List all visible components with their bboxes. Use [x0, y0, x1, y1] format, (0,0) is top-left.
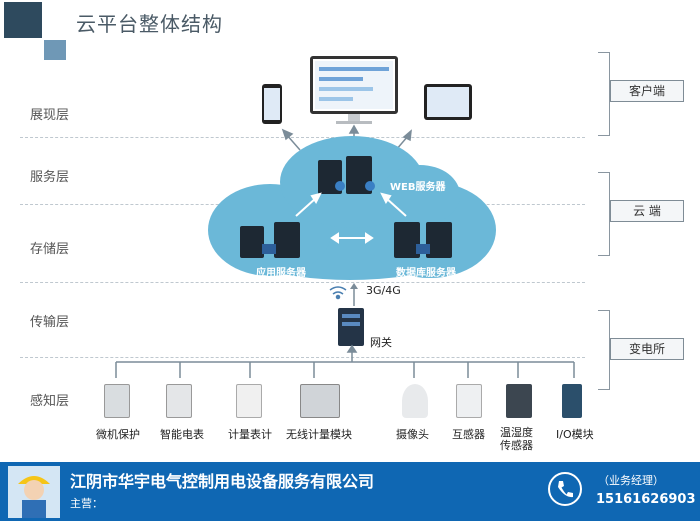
wifi-icon	[329, 286, 347, 300]
bracket-substation	[598, 310, 610, 390]
io-module-device	[562, 384, 582, 418]
network-label: 3G/4G	[366, 284, 401, 297]
temp-humidity-sensor-device	[506, 384, 532, 418]
layer-separator	[20, 357, 585, 358]
layer-label-service: 服务层	[30, 170, 70, 185]
database-server-label: 数据库服务器	[396, 268, 456, 279]
monitor-base	[336, 121, 372, 124]
bracket-client	[598, 52, 610, 136]
main-business-label: 主营：	[70, 497, 103, 510]
app-server-label: 应用服务器	[256, 268, 306, 279]
side-box-cloud: 云 端	[610, 200, 684, 222]
app-server-icon	[240, 222, 300, 258]
device-label: 智能电表	[160, 428, 204, 441]
desktop-monitor	[310, 56, 398, 114]
header-square-dark	[4, 2, 42, 38]
layer-label-perception: 感知层	[30, 394, 70, 409]
side-box-substation: 变电所	[610, 338, 684, 360]
layer-separator	[20, 282, 585, 283]
worker-mascot-icon	[8, 466, 60, 518]
smart-meter-device	[166, 384, 192, 418]
web-server-label: WEB服务器	[390, 182, 446, 193]
gateway-label: 网关	[370, 336, 392, 349]
device-label: 温湿度 传感器	[500, 426, 533, 452]
page-title: 云平台整体结构	[76, 12, 223, 36]
device-label: 计量表计	[228, 428, 272, 441]
camera-device	[402, 384, 428, 418]
footer-bar	[0, 462, 700, 521]
device-label: 互感器	[452, 428, 485, 441]
side-box-client: 客户端	[610, 80, 684, 102]
header-square-light	[44, 40, 66, 60]
layer-label-storage: 存储层	[30, 242, 70, 257]
device-label: I/O模块	[556, 428, 594, 441]
metering-device	[236, 384, 262, 418]
bracket-cloud	[598, 172, 610, 256]
database-server-icon	[394, 222, 452, 258]
contact-phone[interactable]: 15161626903	[596, 492, 696, 507]
company-name: 江阴市华宇电气控制用电设备服务有限公司	[70, 472, 375, 491]
gateway-icon	[338, 308, 364, 346]
relay-protection-device	[104, 384, 130, 418]
mobile-phone	[262, 84, 282, 124]
contact-role: （业务经理）	[598, 474, 664, 487]
tablet	[424, 84, 472, 120]
layer-label-display: 展现层	[30, 108, 70, 123]
device-label: 微机保护	[96, 428, 140, 441]
wireless-meter-module-device	[300, 384, 340, 418]
web-server-icon	[318, 156, 375, 194]
monitor-stand	[348, 114, 360, 122]
device-label: 摄像头	[396, 428, 429, 441]
layer-label-transport: 传输层	[30, 315, 70, 330]
layer-separator	[20, 137, 585, 138]
phone-icon	[548, 472, 582, 506]
device-label: 无线计量模块	[286, 428, 352, 441]
transformer-device	[456, 384, 482, 418]
architecture-graphic	[115, 124, 575, 378]
